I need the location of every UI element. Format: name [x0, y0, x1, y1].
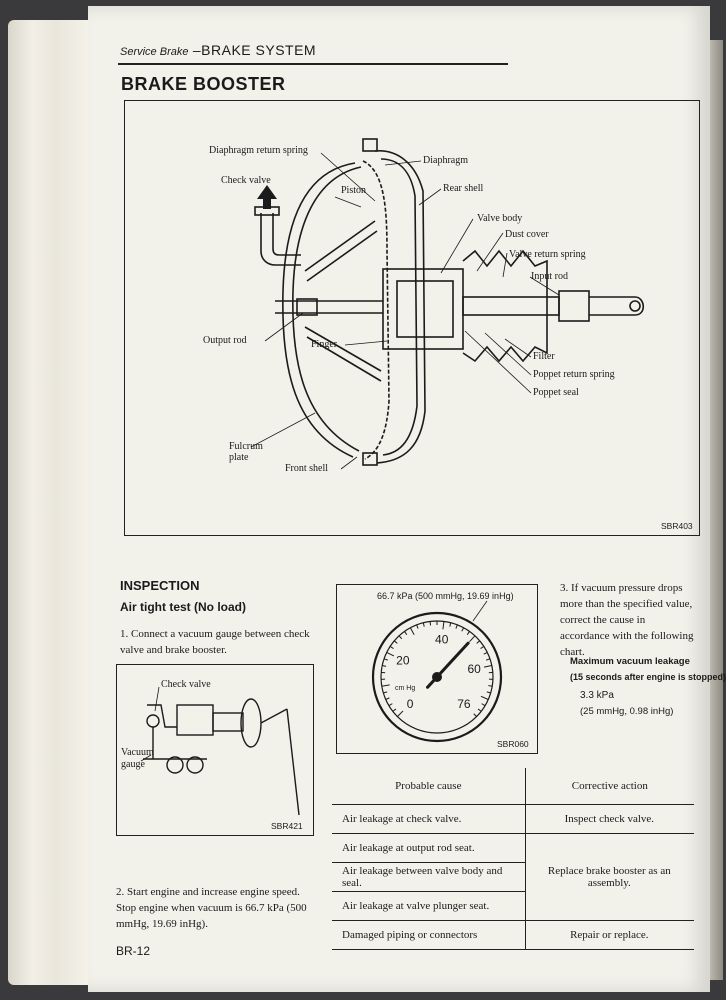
label-valve-body: Valve body: [477, 213, 523, 224]
label-rear-shell: Rear shell: [443, 183, 484, 194]
gauge-tick: [409, 627, 415, 636]
step-1-text: 1. Connect a vacuum gauge between check …: [120, 628, 310, 656]
gauge-tick-label: 40: [435, 632, 449, 646]
label-front-shell: Front shell: [285, 463, 329, 474]
page-number: BR-12: [116, 944, 151, 958]
chart-action-cell: Replace brake booster as an assembly.: [524, 833, 694, 921]
gauge-unit: cm Hg: [395, 685, 416, 692]
gauge-tick: [481, 703, 486, 707]
gauge-tick: [422, 622, 425, 627]
inspection-heading: INSPECTION: [120, 578, 200, 593]
chart-cause-row: Air leakage at check valve.: [332, 804, 526, 834]
gauge-tick: [473, 713, 477, 717]
chart-cause-row: Damaged piping or connectors: [332, 920, 526, 950]
gauge-tick-label: 20: [396, 653, 410, 667]
chart-cause-row: Air leakage between valve body and seal.: [332, 862, 526, 892]
gauge-tick: [404, 631, 408, 635]
gauge-tick: [382, 665, 387, 667]
gauge-tick: [385, 697, 390, 700]
header-separator: –: [188, 42, 202, 58]
label-filter: Filter: [533, 351, 555, 362]
gauge-tick: [389, 645, 394, 649]
chart-header-cause: Probable cause: [332, 768, 526, 805]
gauge-tick: [455, 624, 458, 629]
gauge-tick: [488, 685, 493, 687]
gauge-tick-label: 76: [457, 697, 471, 711]
label-input-rod: Input rod: [531, 271, 568, 282]
gauge-tick: [442, 621, 445, 630]
label-piston: Piston: [341, 185, 367, 196]
vacuum-gauge-dial: 0 20 40 60 76: [371, 600, 503, 743]
label-check-valve: Check valve: [221, 175, 271, 186]
gauge-caption: 66.7 kPa (500 mmHg, 19.69 inHg): [377, 591, 514, 601]
manual-page: Service Brake –BRAKE SYSTEM BRAKE BOOSTE…: [88, 6, 726, 992]
max-leakage-value: 3.3 kPa: [580, 690, 614, 701]
small-fig-vacuum-gauge-label: Vacuum gauge: [121, 747, 154, 770]
air-tight-test-heading: Air tight test (No load): [120, 600, 246, 614]
gauge-tick: [483, 665, 492, 668]
gauge-tick: [477, 708, 482, 712]
header-category: Service Brake: [120, 46, 189, 58]
max-leakage-alt: (25 mmHg, 0.98 inHg): [580, 706, 674, 717]
label-fulcrum-plate: Fulcrum plate: [229, 441, 263, 463]
small-fig-check-valve-label: Check valve: [161, 679, 211, 690]
gauge-tick: [486, 658, 491, 661]
gauge-tick-label: 60: [468, 662, 482, 676]
troubleshooting-chart: Probable cause Corrective action Air lea…: [332, 768, 694, 950]
gauge-tick: [398, 635, 403, 640]
chart-action-cell: Inspect check valve.: [524, 804, 694, 834]
gauge-tick: [483, 651, 488, 655]
gauge-tick: [397, 710, 404, 717]
chart-action-cell: Repair or replace.: [524, 920, 694, 950]
page-header: Service Brake –BRAKE SYSTEM: [120, 42, 316, 60]
check-valve-arrow: [257, 185, 277, 209]
book-page-edges: [8, 20, 88, 985]
gauge-tick: [449, 622, 452, 627]
gauge-tick: [486, 691, 491, 694]
gauge-tick: [461, 627, 465, 632]
label-valve-return-spring: Valve return spring: [509, 249, 586, 260]
gauge-code: SBR060: [497, 739, 529, 749]
chart-cause-row: Air leakage at output rod seat.: [332, 833, 526, 863]
gauge-tick: [381, 684, 390, 687]
vacuum-gauge-setup-figure: Check valve Vacuum gauge SBR421: [116, 664, 314, 836]
header-system: BRAKE SYSTEM: [201, 42, 317, 58]
gauge-tick: [383, 691, 388, 694]
chart-cause-row: Air leakage at valve plunger seat.: [332, 891, 526, 921]
diagram-code: SBR403: [661, 521, 693, 531]
label-poppet-return-spring: Poppet return spring: [533, 369, 615, 380]
page-title: BRAKE BOOSTER: [121, 74, 286, 94]
gauge-tick: [469, 635, 476, 643]
label-diaphragm-return-spring: Diaphragm return spring: [209, 145, 308, 156]
vacuum-gauge-figure: 66.7 kPa (500 mmHg, 19.69 inHg) 0 20 40 60 7…: [336, 584, 538, 754]
chart-header-action: Corrective action: [524, 768, 694, 805]
label-dust-cover: Dust cover: [505, 229, 549, 240]
max-leakage-note: (15 seconds after engine is stopped): [570, 672, 726, 682]
label-finger: Finger: [311, 339, 338, 350]
max-leakage-label: Maximum vacuum leakage: [570, 656, 690, 667]
small-fig-code: SBR421: [271, 821, 303, 831]
gauge-tick: [392, 708, 397, 712]
gauge-tick: [480, 695, 489, 700]
step-2-text: 2. Start engine and increase engine spee…: [116, 886, 307, 930]
gauge-tick: [416, 624, 419, 629]
label-diaphragm: Diaphragm: [423, 155, 468, 166]
gauge-tick: [466, 631, 470, 635]
gauge-tick: [476, 640, 481, 644]
gauge-tick: [393, 640, 398, 644]
gauge-tick: [388, 703, 393, 707]
brake-booster-diagram: Diaphragm return spring Check valve Pist…: [124, 100, 700, 536]
gauge-tick: [480, 645, 485, 649]
header-rule: [118, 63, 508, 65]
brake-booster-cutaway-illustration: [250, 138, 645, 470]
label-poppet-seal: Poppet seal: [533, 387, 579, 398]
gauge-tick-label: 0: [407, 697, 414, 711]
gauge-tick: [386, 651, 395, 657]
gauge-tick: [383, 658, 388, 661]
step-3-text: 3. If vacuum pressure drops more than th…: [560, 582, 694, 658]
label-output-rod: Output rod: [203, 335, 247, 346]
vacuum-gauge-setup-illustration: [140, 686, 300, 816]
